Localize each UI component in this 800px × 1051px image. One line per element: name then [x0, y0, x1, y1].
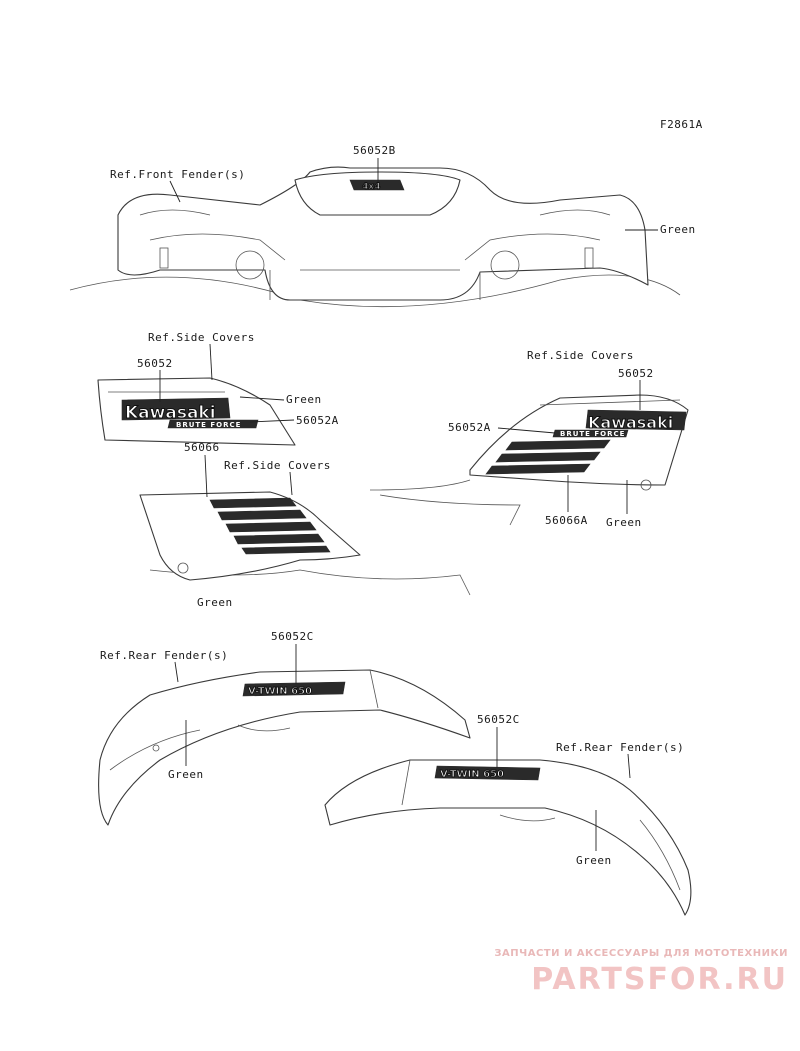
vtwin-emblem-left: V-TWIN 650 [248, 686, 312, 697]
leader-ref-side-covers-2 [289, 471, 293, 496]
label-green-front: Green [660, 223, 696, 236]
leader-ref-rear-fender-left [174, 661, 179, 683]
label-56066A: 56066A [545, 514, 588, 527]
label-green-left-upper: Green [286, 393, 322, 406]
leader-56052A-left [249, 419, 295, 423]
subbrand-emblem-right: BRUTE FORCE [560, 430, 625, 438]
label-56052-right: 56052 [618, 367, 654, 380]
label-ref-rear-fender-left: Ref.Rear Fender(s) [100, 649, 228, 662]
left-side-cover-lower [139, 491, 471, 596]
badge-4x4: 4x4 [362, 182, 380, 192]
watermark-tagline: ЗАПЧАСТИ И АКСЕССУАРЫ ДЛЯ МОТОТЕХНИКИ [494, 948, 788, 959]
brand-emblem-left: Kawasaki [125, 403, 216, 423]
label-green-left-lower: Green [197, 596, 233, 609]
leader-ref-side-covers-1 [209, 343, 213, 381]
vtwin-emblem-right: V-TWIN 650 [440, 769, 504, 780]
label-56052C-left: 56052C [271, 630, 314, 643]
leader-56066 [204, 454, 208, 498]
subbrand-emblem-left: BRUTE FORCE [176, 421, 241, 429]
label-green-right: Green [606, 516, 642, 529]
vent-stripes-right [485, 439, 611, 475]
leader-56052A-right [497, 427, 556, 434]
left-side-cover-upper: Kawasaki BRUTE FORCE [97, 377, 296, 446]
front-fender: 4x4 [69, 166, 681, 308]
label-56052A-left: 56052A [296, 414, 339, 427]
vent-stripes-left [209, 497, 331, 555]
label-ref-side-covers-2: Ref.Side Covers [224, 459, 331, 472]
leader-ref-front-fender [169, 180, 181, 203]
leader-ref-rear-fender-right [627, 753, 631, 779]
label-green-rear-left: Green [168, 768, 204, 781]
label-green-rear-right: Green [576, 854, 612, 867]
label-ref-rear-fender-right: Ref.Rear Fender(s) [556, 741, 684, 754]
label-ref-front-fender: Ref.Front Fender(s) [110, 168, 245, 181]
left-rear-fender: V-TWIN 650 [98, 669, 471, 826]
label-ref-side-covers-1: Ref.Side Covers [148, 331, 255, 344]
leader-green-left-upper [239, 396, 285, 401]
label-56052-left: 56052 [137, 357, 173, 370]
label-56066: 56066 [184, 441, 220, 454]
figure-code: F2861A [660, 118, 703, 131]
brand-emblem-right: Kawasaki [588, 413, 673, 432]
label-56052A-right: 56052A [448, 421, 491, 434]
watermark-logo: PARTSFOR.RU [531, 962, 788, 997]
label-56052B: 56052B [353, 144, 396, 157]
right-side-cover: Kawasaki BRUTE FORCE [369, 394, 689, 526]
label-56052C-right: 56052C [477, 713, 520, 726]
right-rear-fender: V-TWIN 650 [324, 759, 692, 916]
label-ref-side-covers-3: Ref.Side Covers [527, 349, 634, 362]
